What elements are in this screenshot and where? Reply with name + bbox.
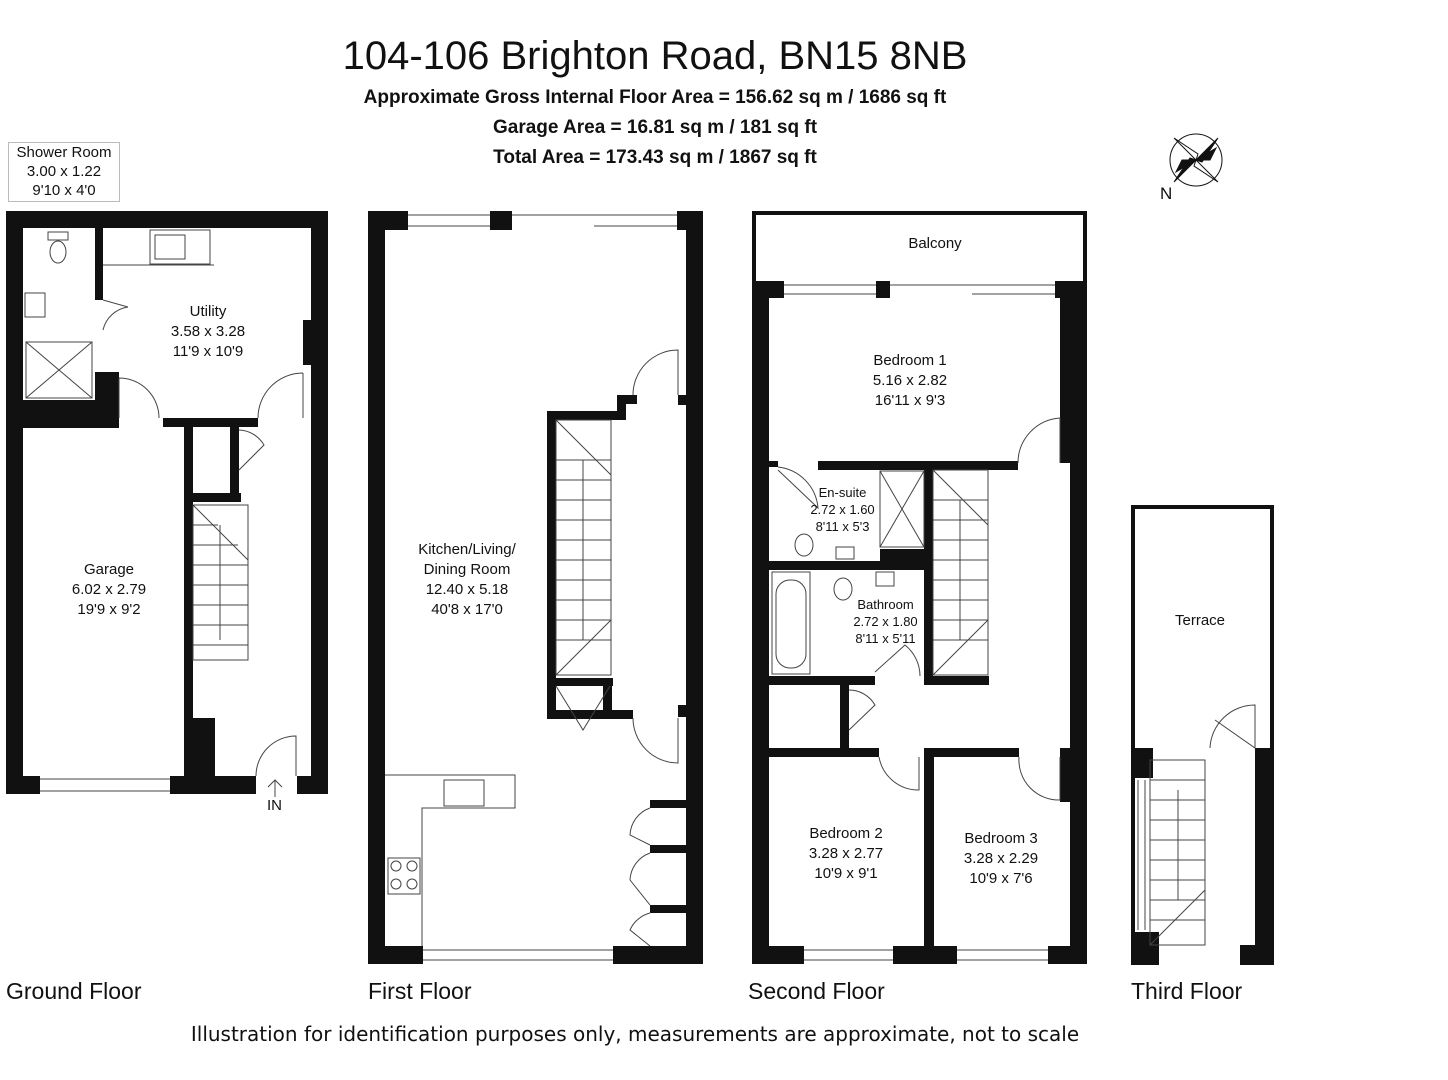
second-floor-fixtures xyxy=(771,284,1061,961)
compass-icon xyxy=(1169,133,1223,187)
room-imperial: 40'8 x 17'0 xyxy=(431,601,503,618)
room-name-line1: Kitchen/Living/ xyxy=(418,541,516,558)
bedroom-1-label: Bedroom 1 5.16 x 2.82 16'11 x 9'3 xyxy=(850,351,970,411)
garage-label: Garage 6.02 x 2.79 19'9 x 9'2 xyxy=(49,560,169,620)
first-floor-fixtures xyxy=(385,214,679,961)
bedroom-2-label: Bedroom 2 3.28 x 2.77 10'9 x 9'1 xyxy=(786,824,906,884)
entrance-label: IN xyxy=(267,797,282,814)
ground-floor-plan xyxy=(6,211,328,794)
second-floor-plan xyxy=(752,211,1087,964)
room-imperial: 16'11 x 9'3 xyxy=(874,392,946,409)
room-name: Balcony xyxy=(908,235,962,252)
room-metric: 2.72 x 1.60 xyxy=(810,502,875,517)
room-name: Bathroom xyxy=(857,597,914,612)
terrace-label: Terrace xyxy=(1140,611,1260,631)
first-floor-plan xyxy=(368,211,703,964)
second-floor-label: Second Floor xyxy=(748,978,885,1004)
bedroom-3-label: Bedroom 3 3.28 x 2.29 10'9 x 7'6 xyxy=(941,829,1061,889)
bathroom-label: Bathroom 2.72 x 1.80 8'11 x 5'11 xyxy=(838,596,933,647)
compass-north-label: N xyxy=(1160,184,1173,203)
third-floor-plan xyxy=(1131,505,1274,965)
disclaimer-text: Illustration for identification purposes… xyxy=(190,1022,1080,1046)
room-metric: 3.28 x 2.77 xyxy=(808,845,884,862)
ensuite-label: En-suite 2.72 x 1.60 8'11 x 5'3 xyxy=(795,484,890,535)
room-metric: 3.58 x 3.28 xyxy=(170,323,246,340)
room-imperial: 8'11 x 5'11 xyxy=(855,631,916,646)
room-name: Shower Room xyxy=(16,144,112,161)
room-name: Terrace xyxy=(1174,612,1226,629)
room-name: Bedroom 3 xyxy=(964,830,1038,847)
utility-label: Utility 3.58 x 3.28 11'9 x 10'9 xyxy=(148,302,268,362)
room-name: En-suite xyxy=(818,485,867,500)
room-name: Utility xyxy=(189,303,227,320)
room-imperial: 19'9 x 9'2 xyxy=(77,601,141,618)
ground-floor-label: Ground Floor xyxy=(6,978,142,1004)
room-imperial: 9'10 x 4'0 xyxy=(32,182,96,199)
shower-room-label: Shower Room 3.00 x 1.22 9'10 x 4'0 xyxy=(8,142,120,202)
room-imperial: 10'9 x 9'1 xyxy=(814,865,878,882)
third-floor-label: Third Floor xyxy=(1131,978,1243,1004)
room-name: Bedroom 1 xyxy=(873,352,947,369)
page-title: 104-106 Brighton Road, BN15 8NB xyxy=(342,34,968,78)
room-name-line2: Dining Room xyxy=(423,561,511,578)
room-name: Garage xyxy=(83,561,135,578)
room-metric: 5.16 x 2.82 xyxy=(872,372,948,389)
room-metric: 2.72 x 1.80 xyxy=(853,614,918,629)
room-metric: 6.02 x 2.79 xyxy=(71,581,147,598)
third-floor-fixtures xyxy=(1137,704,1256,946)
room-imperial: 8'11 x 5'3 xyxy=(815,519,870,534)
total-area-text: Total Area = 173.43 sq m / 1867 sq ft xyxy=(493,147,817,168)
first-floor-label: First Floor xyxy=(368,978,472,1004)
room-imperial: 11'9 x 10'9 xyxy=(172,343,244,360)
room-imperial: 10'9 x 7'6 xyxy=(969,870,1033,887)
garage-area-text: Garage Area = 16.81 sq m / 181 sq ft xyxy=(492,117,818,138)
balcony-label: Balcony xyxy=(860,234,1010,254)
ground-floor-fixtures xyxy=(24,229,304,797)
room-name: Bedroom 2 xyxy=(809,825,883,842)
room-metric: 3.00 x 1.22 xyxy=(26,163,102,180)
room-metric: 3.28 x 2.29 xyxy=(963,850,1039,867)
room-metric: 12.40 x 5.18 xyxy=(425,581,509,598)
gross-area-text: Approximate Gross Internal Floor Area = … xyxy=(363,87,947,108)
kitchen-living-dining-label: Kitchen/Living/ Dining Room 12.40 x 5.18… xyxy=(397,540,537,620)
